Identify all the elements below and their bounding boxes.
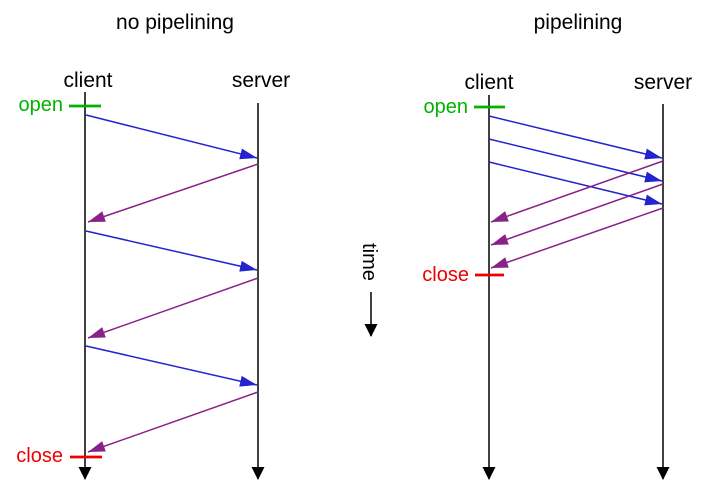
right-client-label: client [464, 71, 514, 94]
right-response-arrow-1 [490, 160, 664, 223]
right-request-arrow-3 [488, 161, 663, 206]
left-request-arrow-1 [85, 114, 258, 160]
right-response-arrow-3 [490, 207, 664, 269]
right-request-arrow-2 [488, 138, 663, 183]
right-server-label: server [633, 71, 693, 94]
right-response-arrow-2 [490, 183, 664, 246]
left-server-label: server [231, 69, 291, 92]
left-close-label: close [16, 445, 63, 467]
left-diagram-title: no pipelining [116, 11, 234, 34]
right-open-label: open [423, 96, 469, 118]
left-open-label: open [18, 94, 64, 116]
left-client-label: client [63, 69, 113, 92]
left-request-arrow-2 [85, 230, 258, 272]
left-response-arrow-3 [87, 391, 259, 453]
left-response-arrow-1 [87, 163, 259, 223]
left-request-arrow-3 [85, 345, 258, 387]
right-request-arrow-1 [488, 115, 663, 160]
right-diagram-title: pipelining [533, 11, 623, 34]
right-close-label: close [422, 264, 469, 286]
left-response-arrow-2 [87, 277, 259, 339]
